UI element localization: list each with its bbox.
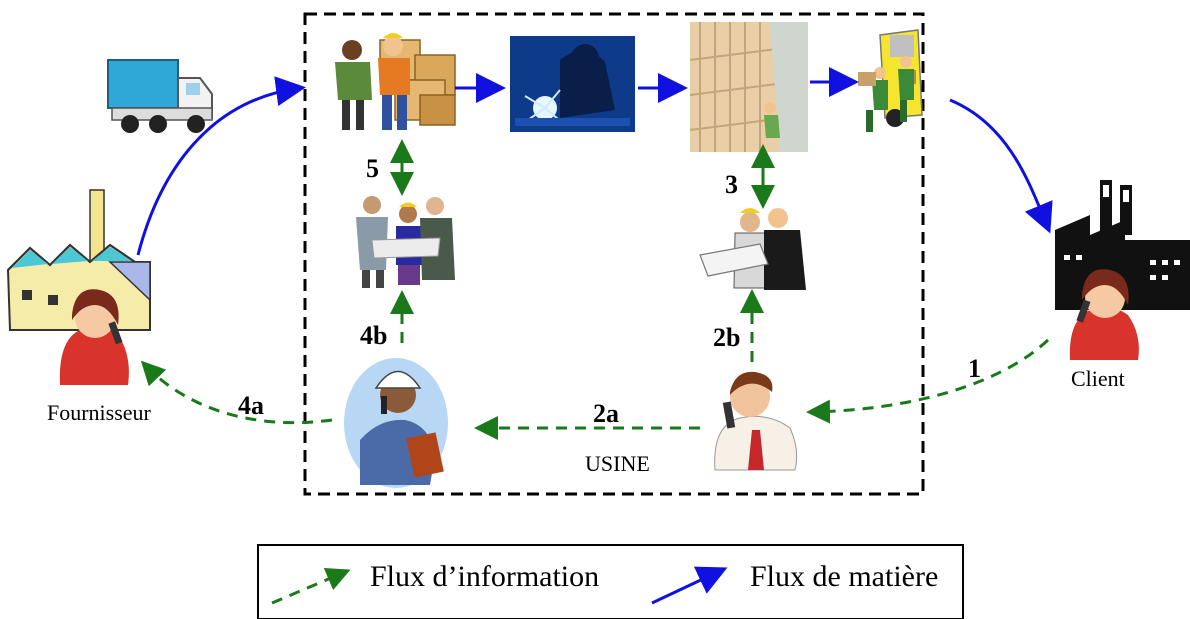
supplier-label: Fournisseur (47, 400, 152, 425)
supplier-factory-icon (6, 189, 151, 385)
client-label: Client (1071, 366, 1125, 391)
material-arrow-shipping-to-client (949, 98, 1053, 234)
client-factory-icon (1055, 180, 1190, 360)
step-4b-label: 4b (360, 321, 387, 350)
step-2b-label: 2b (713, 323, 740, 352)
step-1-label: 1 (968, 354, 981, 383)
step-2a-label: 2a (593, 399, 619, 428)
warehouse-worker-icon (689, 22, 809, 152)
man-phone-icon (714, 371, 798, 471)
material-arrow-supplier-to-receiving (136, 76, 306, 256)
legend-info-flow-label: Flux d’information (370, 560, 599, 593)
info-arrow-4a-purchasing-to-supplier (140, 360, 333, 425)
engineers-plan-icon (699, 208, 806, 290)
material-flow-arrows (136, 67, 1053, 256)
truck-icon (107, 59, 213, 133)
info-arrow-1-client-to-sales (806, 338, 1050, 424)
legend: Flux d’information Flux de matière (257, 544, 964, 619)
step-3-label: 3 (725, 170, 738, 199)
delivery-van-icon (858, 29, 923, 132)
woman-hardhat-phone-icon (344, 358, 448, 488)
welder-icon (510, 36, 635, 132)
factory-boundary (303, 12, 925, 496)
information-flow-arrows (140, 139, 1050, 440)
legend-material-flow-label: Flux de matière (750, 560, 938, 593)
receiving-workers-icon (335, 33, 456, 130)
legend-material-flow-sample (651, 566, 728, 605)
factory-label: USINE (585, 451, 650, 476)
step-4a-label: 4a (238, 391, 264, 420)
step-5-label: 5 (366, 154, 379, 183)
meeting-group-icon (356, 196, 455, 288)
legend-info-flow-sample (271, 567, 351, 605)
